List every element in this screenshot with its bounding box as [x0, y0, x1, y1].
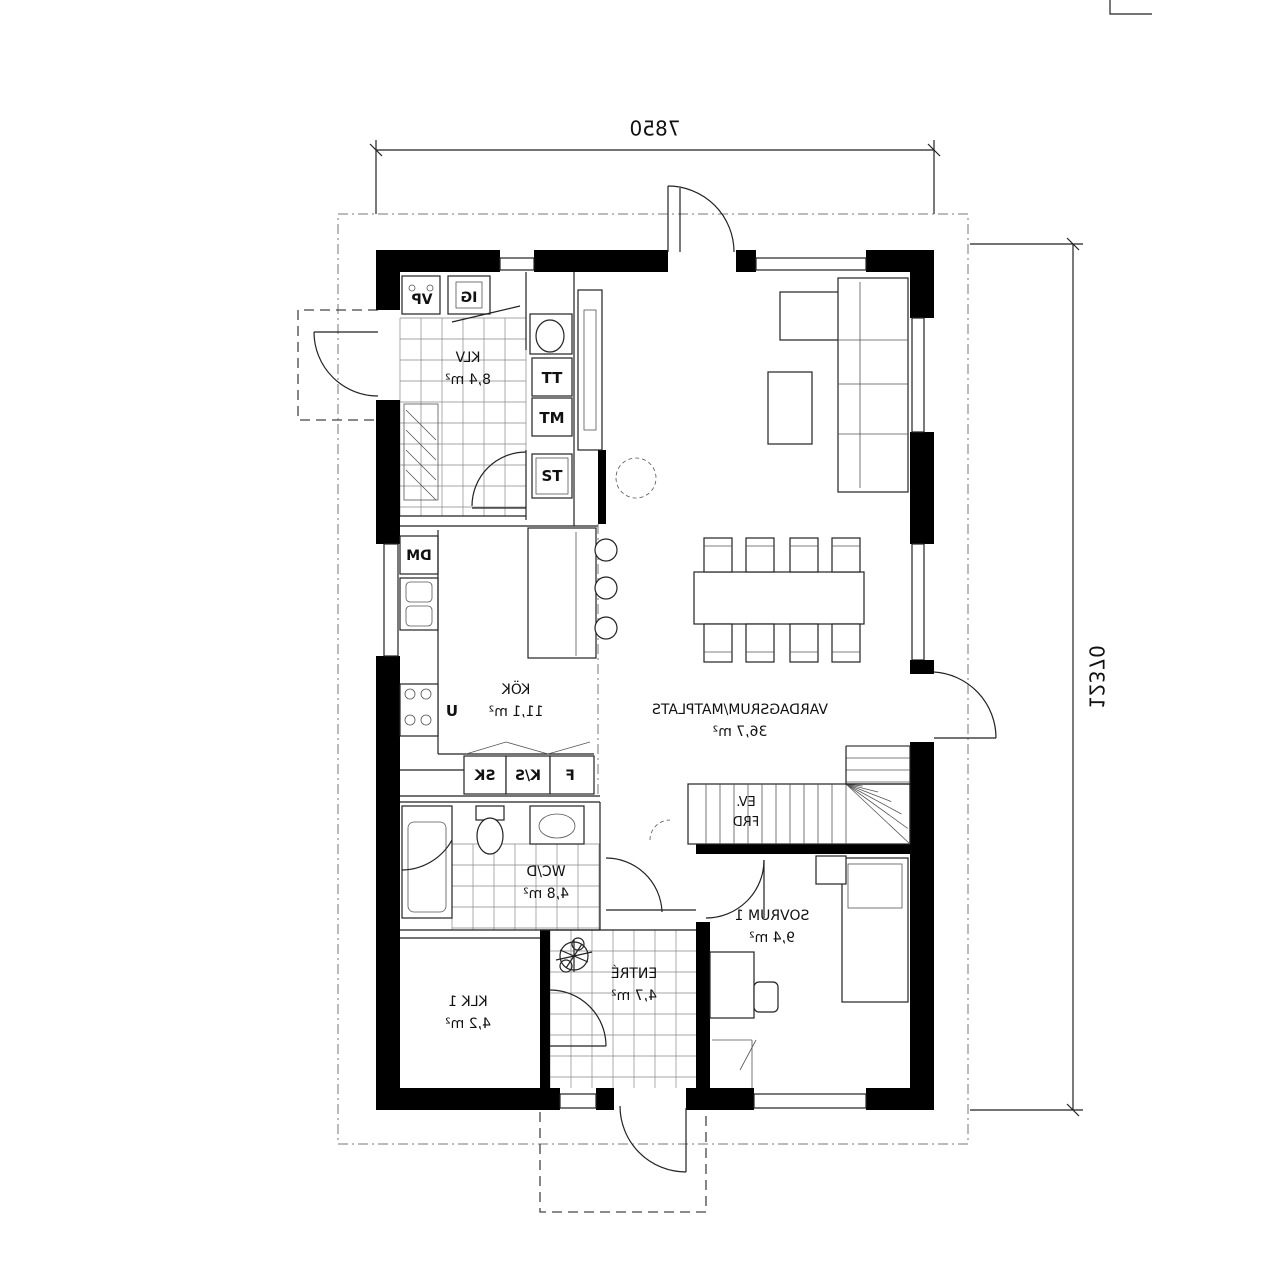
stair-note-line1: EV. — [736, 795, 756, 810]
label-tt: TT — [542, 369, 564, 387]
klv-fixtures — [401, 275, 603, 501]
width-label: 7850 — [630, 117, 681, 141]
tiles-klv — [399, 317, 527, 516]
room-entre-area: 4,7 m² — [611, 988, 657, 1004]
room-vardagsrum-area: 36,7 m² — [713, 724, 768, 740]
kitchen-fixtures — [399, 527, 618, 795]
canopy-left — [297, 309, 378, 421]
label-tm: TM — [539, 409, 564, 427]
room-wcd-area: 4,8 m² — [523, 886, 569, 902]
label-ig: IG — [461, 290, 478, 306]
plot-outline — [337, 213, 969, 1145]
height-dimension: 12370 — [970, 237, 1109, 1117]
stairs — [687, 745, 911, 845]
stair-note-line2: FRD — [733, 815, 760, 830]
interior-walls — [400, 272, 910, 1088]
canopy-bottom — [539, 1112, 707, 1213]
living-furniture — [693, 277, 909, 663]
outer-walls — [376, 250, 934, 1110]
width-dimension: 7850 — [369, 117, 941, 214]
room-klk-name: KLK 1 — [448, 994, 488, 1010]
label-st: ST — [541, 467, 563, 485]
room-klk-area: 4,2 m² — [445, 1016, 491, 1032]
room-kok-area: 11,1 m² — [489, 704, 544, 720]
room-klv-area: 8,4 m² — [445, 372, 491, 388]
label-u: U — [446, 702, 458, 720]
doors — [313, 185, 997, 1173]
label-ks: K/S — [515, 768, 541, 784]
corner-mark — [1109, 0, 1152, 15]
wcd-fixtures — [401, 805, 585, 919]
room-sovrum-area: 9,4 m² — [749, 930, 795, 946]
room-vardagsrum-name: VARDAGSRUM/MATPLATS — [652, 702, 828, 718]
height-label: 12370 — [1085, 645, 1109, 709]
room-entre-name: ENTRÉ — [611, 965, 657, 982]
label-dm: DM — [406, 548, 432, 564]
label-f: F — [565, 768, 575, 784]
plant — [555, 937, 593, 973]
room-kok-name: KÖK — [501, 680, 530, 698]
room-klv-name: KLV — [455, 350, 480, 366]
room-wcd-name: WC/D — [526, 864, 565, 880]
label-sk: SK — [473, 768, 495, 784]
label-vp: VP — [411, 292, 432, 308]
tiles-entre — [549, 929, 696, 1088]
room-sovrum-name: SOVRUM 1 — [735, 908, 810, 924]
sovrum-furniture — [709, 855, 909, 1088]
